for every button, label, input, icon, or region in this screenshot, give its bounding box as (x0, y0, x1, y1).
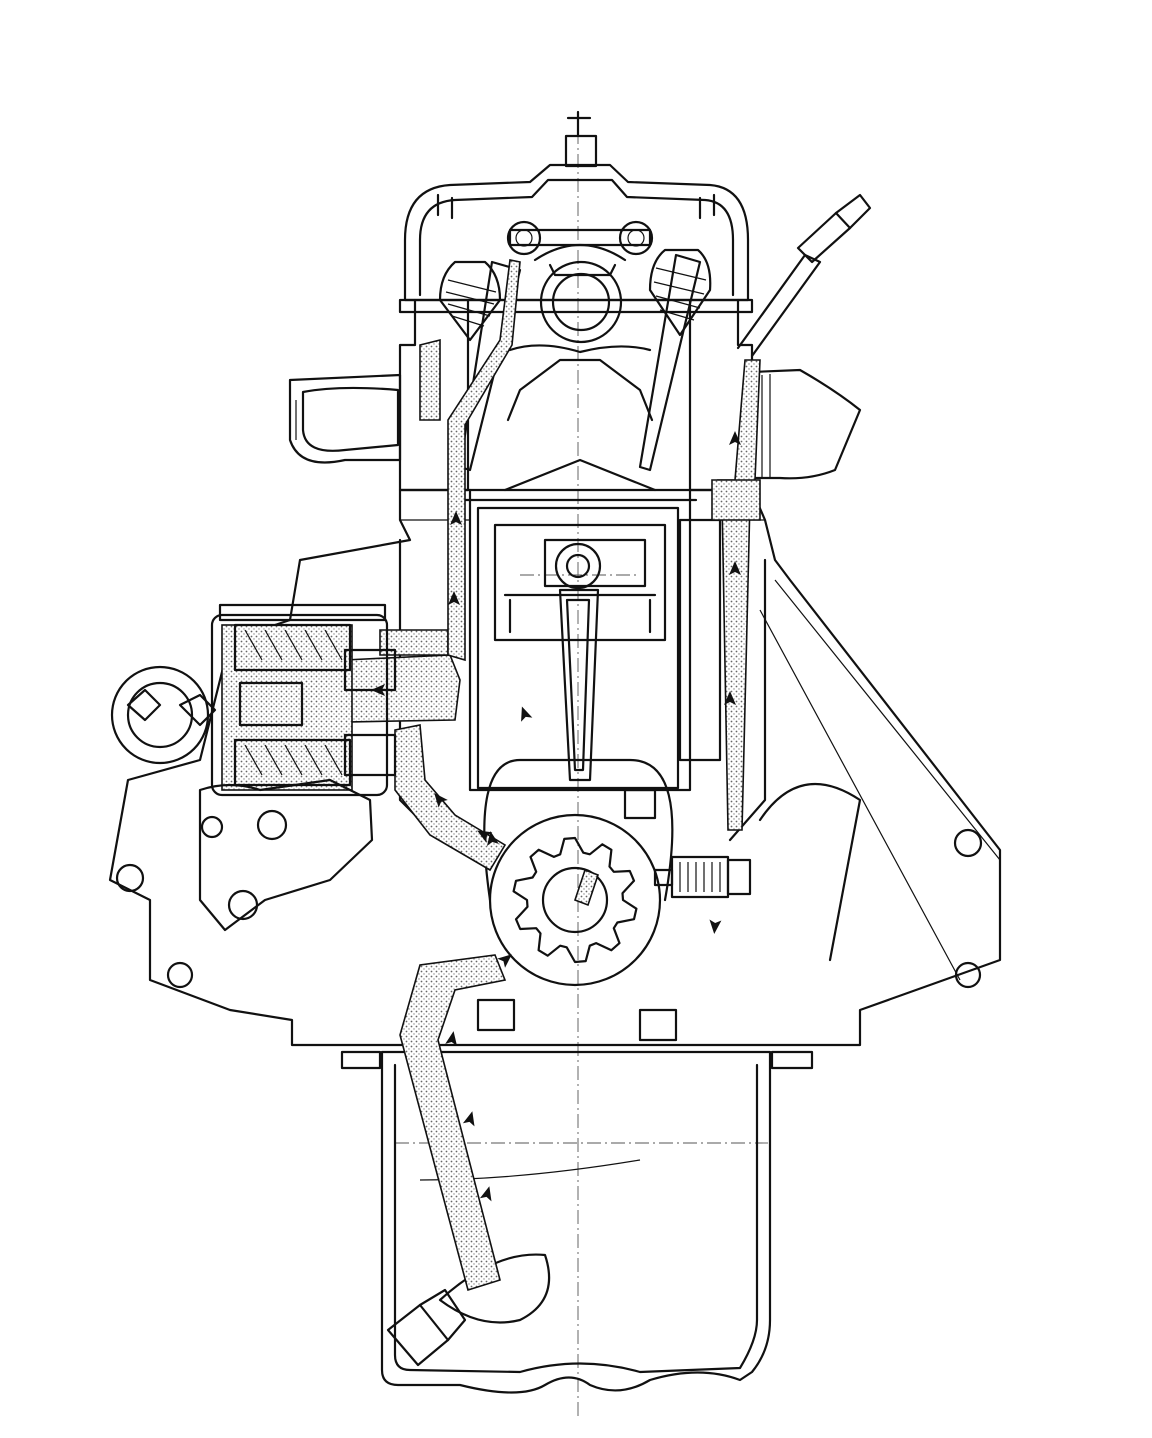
pan-bolts (476, 788, 678, 1042)
oil-pickup-tube (399, 954, 507, 1292)
right-main-gallery (717, 359, 761, 831)
arrow-head-icon (450, 511, 462, 525)
piston-pin (554, 542, 602, 590)
arrow-head-icon (477, 830, 493, 843)
arrow-head-icon (371, 684, 385, 696)
gear-icon (512, 836, 638, 964)
pressure-switch-icon (653, 855, 752, 899)
oil-pan (340, 1050, 814, 1394)
dipstick-icon (796, 193, 872, 264)
oil-flow-arrows (371, 431, 741, 1202)
exhaust-manifold (736, 253, 862, 480)
arrow-head-icon (729, 431, 741, 445)
arrow-head-icon (479, 1186, 492, 1202)
filter-bracket (110, 665, 374, 932)
arrow-head-icon (445, 1031, 458, 1046)
drain-plug (386, 1288, 467, 1367)
camshaft (539, 260, 623, 344)
arrow-head-icon (462, 1111, 475, 1127)
crank-journal (541, 866, 609, 934)
oil-galleries (344, 259, 761, 1292)
arrow-head-icon (448, 591, 460, 605)
cylinder-block (108, 488, 1002, 1047)
arrow-head-icon (709, 919, 722, 934)
exhaust-valve (638, 248, 712, 472)
left-riser-gallery (447, 259, 521, 662)
center-lines (395, 130, 768, 1420)
crankshaft-assembly (483, 758, 674, 987)
oil-filter-icon (210, 603, 397, 797)
connecting-rod (558, 588, 600, 782)
arrow-head-icon (729, 561, 741, 575)
arrow-head-icon (521, 706, 533, 722)
piston (493, 523, 667, 642)
arrow-head-icon (497, 954, 512, 968)
arrow-head-icon (724, 691, 736, 705)
pump-to-filter-gallery (394, 724, 507, 872)
cylinder-head-cover (403, 110, 750, 302)
intake-manifold (288, 373, 402, 464)
arrow-head-icon (486, 831, 499, 846)
combustion-chamber (506, 358, 654, 422)
arrow-head-icon (434, 793, 448, 808)
